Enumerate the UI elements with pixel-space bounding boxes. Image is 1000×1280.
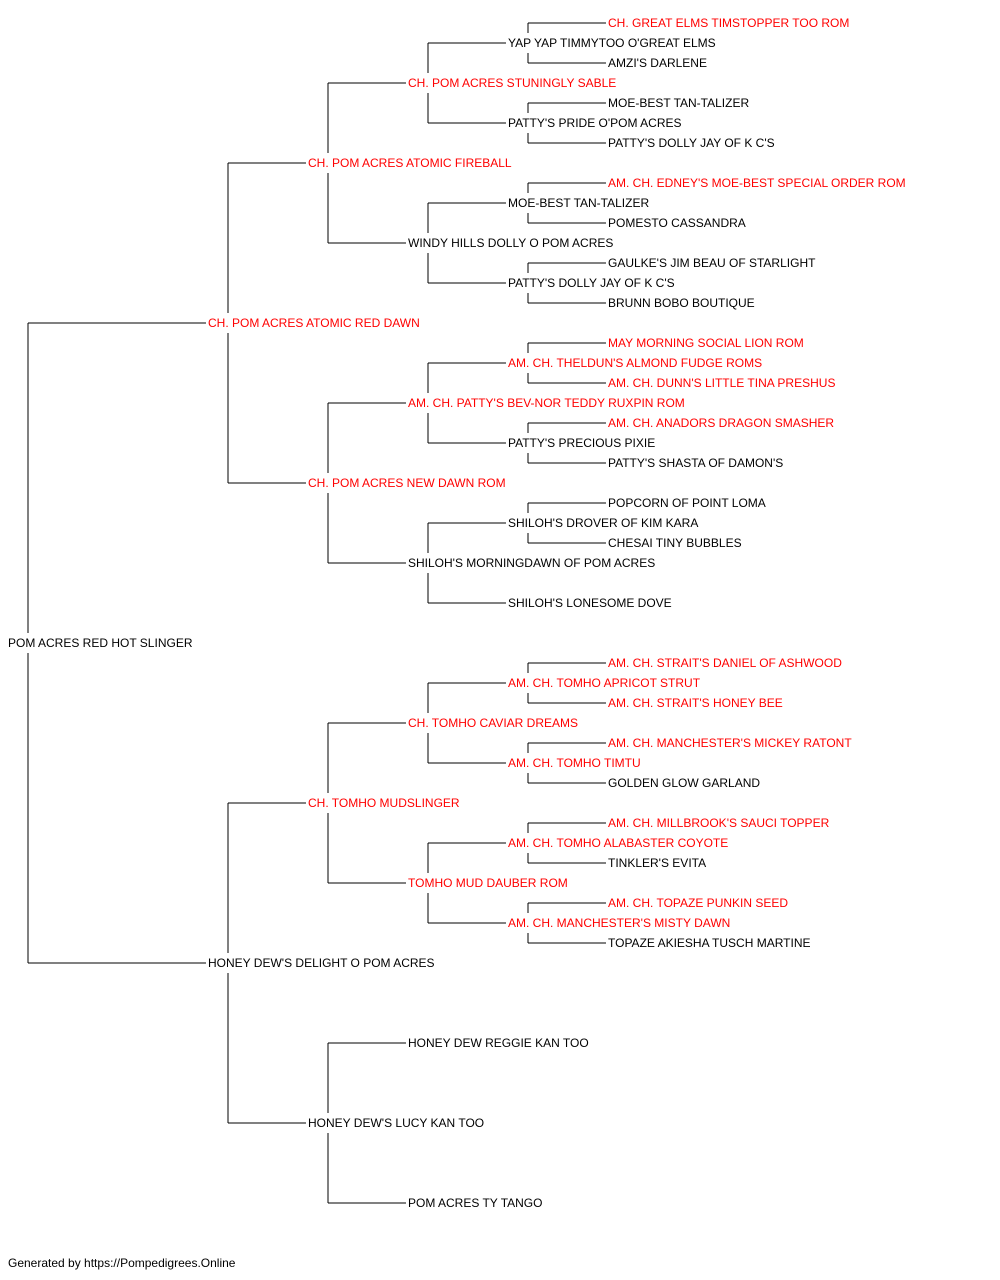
pedigree-name-gen2-champion: CH. TOMHO MUDSLINGER [308,796,460,810]
pedigree-name-gen4-champion: AM. CH. THELDUN'S ALMOND FUDGE ROMS [508,356,762,370]
pedigree-name-gen5-champion: MAY MORNING SOCIAL LION ROM [608,336,804,350]
pedigree-name-gen5: MOE-BEST TAN-TALIZER [608,96,749,110]
pedigree-name-gen3: POM ACRES TY TANGO [408,1196,542,1210]
pedigree-name-gen3: WINDY HILLS DOLLY O POM ACRES [408,236,613,250]
pedigree-name-gen5: GOLDEN GLOW GARLAND [608,776,760,790]
pedigree-name-gen5: POMESTO CASSANDRA [608,216,746,230]
pedigree-name-gen5-champion: AM. CH. MILLBROOK'S SAUCI TOPPER [608,816,830,830]
pedigree-name-gen5-champion: AM. CH. EDNEY'S MOE-BEST SPECIAL ORDER R… [608,176,906,190]
pedigree-name-gen5: GAULKE'S JIM BEAU OF STARLIGHT [608,256,816,270]
pedigree-connectors [27,22,606,1204]
pedigree-name-gen4: PATTY'S DOLLY JAY OF K C'S [508,276,675,290]
pedigree-name-gen3-champion: CH. TOMHO CAVIAR DREAMS [408,716,578,730]
pedigree-name-gen5: AMZI'S DARLENE [608,56,707,70]
pedigree-name-gen5: PATTY'S SHASTA OF DAMON'S [608,456,783,470]
pedigree-name-gen0: POM ACRES RED HOT SLINGER [8,636,193,650]
pedigree-name-gen5: TINKLER'S EVITA [608,856,706,870]
pedigree-name-gen3-champion: CH. POM ACRES STUNINGLY SABLE [408,76,616,90]
pedigree-name-gen5-champion: AM. CH. MANCHESTER'S MICKEY RATONT [608,736,852,750]
pedigree-name-gen4-champion: AM. CH. MANCHESTER'S MISTY DAWN [508,916,730,930]
pedigree-name-gen4: SHILOH'S LONESOME DOVE [508,596,672,610]
pedigree-name-gen5: TOPAZE AKIESHA TUSCH MARTINE [608,936,811,950]
pedigree-name-gen4: MOE-BEST TAN-TALIZER [508,196,649,210]
pedigree-name-gen1-champion: CH. POM ACRES ATOMIC RED DAWN [208,316,420,330]
pedigree-name-gen2-champion: CH. POM ACRES ATOMIC FIREBALL [308,156,512,170]
pedigree-name-gen4: SHILOH'S DROVER OF KIM KARA [508,516,698,530]
pedigree-name-gen5-champion: AM. CH. STRAIT'S HONEY BEE [608,696,783,710]
pedigree-name-gen2: HONEY DEW'S LUCY KAN TOO [308,1116,484,1130]
pedigree-name-gen4: PATTY'S PRECIOUS PIXIE [508,436,655,450]
pedigree-name-gen5: PATTY'S DOLLY JAY OF K C'S [608,136,775,150]
pedigree-name-gen5-champion: CH. GREAT ELMS TIMSTOPPER TOO ROM [608,16,849,30]
pedigree-name-gen5: POPCORN OF POINT LOMA [608,496,766,510]
pedigree-name-gen4-champion: AM. CH. TOMHO ALABASTER COYOTE [508,836,728,850]
pedigree-names: POM ACRES RED HOT SLINGER CH. POM ACRES A… [8,16,906,1210]
pedigree-name-gen3: SHILOH'S MORNINGDAWN OF POM ACRES [408,556,655,570]
pedigree-name-gen2-champion: CH. POM ACRES NEW DAWN ROM [308,476,506,490]
pedigree-name-gen4: PATTY'S PRIDE O'POM ACRES [508,116,682,130]
pedigree-name-gen1: HONEY DEW'S DELIGHT O POM ACRES [208,956,435,970]
pedigree-name-gen5-champion: AM. CH. ANADORS DRAGON SMASHER [608,416,834,430]
pedigree-name-gen4-champion: AM. CH. TOMHO TIMTU [508,756,641,770]
pedigree-name-gen3-champion: TOMHO MUD DAUBER ROM [408,876,568,890]
pedigree-name-gen5-champion: AM. CH. STRAIT'S DANIEL OF ASHWOOD [608,656,842,670]
pedigree-name-gen5: BRUNN BOBO BOUTIQUE [608,296,755,310]
pedigree-name-gen4-champion: AM. CH. TOMHO APRICOT STRUT [508,676,701,690]
pedigree-name-gen3: HONEY DEW REGGIE KAN TOO [408,1036,589,1050]
pedigree-name-gen5: CHESAI TINY BUBBLES [608,536,742,550]
pedigree-name-gen5-champion: AM. CH. TOPAZE PUNKIN SEED [608,896,788,910]
pedigree-name-gen3-champion: AM. CH. PATTY'S BEV-NOR TEDDY RUXPIN ROM [408,396,685,410]
pedigree-name-gen5-champion: AM. CH. DUNN'S LITTLE TINA PRESHUS [608,376,835,390]
pedigree-name-gen4: YAP YAP TIMMYTOO O'GREAT ELMS [508,36,716,50]
generated-by-footer: Generated by https://Pompedigrees.Online [8,1256,236,1270]
